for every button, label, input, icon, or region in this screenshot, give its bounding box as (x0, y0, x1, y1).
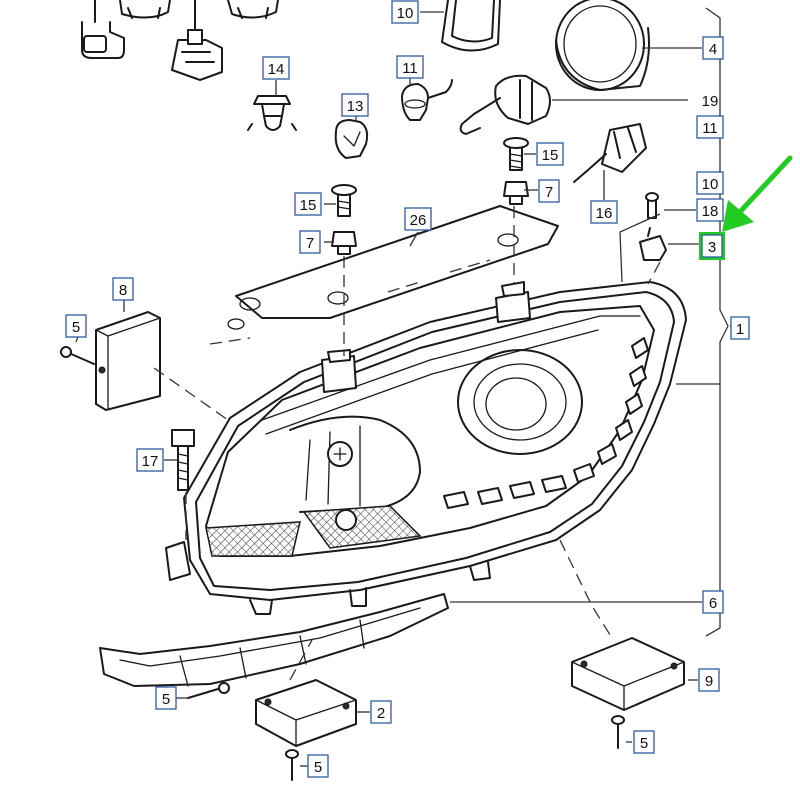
green-arrow-icon (722, 155, 793, 232)
ballast-9 (571, 637, 685, 711)
headlight-housing (165, 281, 687, 615)
callout-17: 17 (136, 448, 164, 472)
callout-10-right-text: 10 (702, 176, 719, 193)
callout-26: 26 (404, 207, 432, 231)
callout-2: 2 (370, 700, 392, 724)
callout-19-text: 19 (702, 93, 719, 110)
callout-5-left-text: 5 (72, 319, 80, 336)
callout-16: 16 (590, 200, 618, 224)
callout-19: 19 (702, 93, 719, 110)
callout-5-bottom-left-text: 5 (162, 691, 170, 708)
cover-ring-10 (441, 0, 501, 52)
bulb-19 (459, 74, 551, 135)
led-strip (443, 337, 649, 509)
nut-7-left (331, 231, 357, 255)
callout-15-left: 15 (294, 192, 322, 216)
callout-5-bottom-mid-text: 5 (314, 759, 322, 776)
callout-10-top-text: 10 (397, 5, 414, 22)
top-left-bulb-holder (81, 0, 125, 59)
callout-15-right: 15 (536, 142, 564, 166)
callout-6: 6 (702, 590, 724, 614)
callout-2-text: 2 (377, 705, 385, 722)
callout-11-right: 11 (696, 115, 724, 139)
callout-7-left: 7 (299, 230, 321, 254)
callout-5-bottom-right: 5 (633, 730, 655, 754)
control-module-8 (95, 311, 161, 411)
callout-13-text: 13 (347, 98, 364, 115)
top-right-socket (227, 0, 279, 19)
cover-cap-4 (555, 0, 650, 91)
mounting-plate-26 (209, 205, 559, 345)
callout-3-highlighted: 3 (699, 232, 725, 260)
top-left-socket (119, 0, 171, 19)
callout-14: 14 (262, 56, 290, 80)
callout-5-left: 5 (65, 314, 87, 338)
callout-10-top: 10 (391, 0, 419, 24)
callout-26-text: 26 (410, 212, 427, 229)
leader-lines (75, 11, 734, 767)
callout-11-mid-text: 11 (402, 60, 418, 77)
screw-5-bottom-right (611, 715, 625, 749)
callout-5-bottom-mid: 5 (307, 754, 329, 778)
xenon-bulb-16 (573, 123, 647, 183)
callout-3-text: 3 (708, 239, 716, 256)
trim-strip-6 (99, 593, 449, 687)
screw-5-left (60, 346, 95, 365)
callout-11-mid: 11 (396, 55, 424, 79)
bulb-13 (334, 119, 369, 159)
ballast-2 (255, 679, 357, 747)
callout-18-text: 18 (702, 203, 719, 220)
callout-5-bottom-left: 5 (155, 686, 177, 710)
callout-7-right: 7 (538, 179, 560, 203)
top-mid-lamp-holder (171, 0, 223, 81)
callout-17-text: 17 (142, 453, 159, 470)
callout-9-text: 9 (705, 673, 713, 690)
callout-11-right-text: 11 (702, 120, 718, 137)
clip-3 (639, 227, 667, 261)
bulb-11 (401, 79, 453, 121)
callout-14-text: 14 (268, 61, 285, 78)
callout-9: 9 (698, 668, 720, 692)
callout-8: 8 (112, 277, 134, 301)
callout-10-right: 10 (696, 171, 724, 195)
lower-mesh-left (205, 521, 301, 557)
group-brace-1 (705, 7, 729, 637)
screw-15-left (331, 184, 357, 217)
callout-15-left-text: 15 (300, 197, 317, 214)
callout-5-bottom-right-text: 5 (640, 735, 648, 752)
callout-7-right-text: 7 (545, 184, 553, 201)
lower-mesh-center (302, 505, 422, 549)
callout-6-text: 6 (709, 595, 717, 612)
callout-15-right-text: 15 (542, 147, 559, 164)
callout-4: 4 (702, 36, 724, 60)
screw-5-bottom-left (187, 682, 230, 699)
callout-16-text: 16 (596, 205, 613, 222)
callout-8-text: 8 (119, 282, 127, 299)
callout-1-text: 1 (736, 321, 744, 338)
callout-1: 1 (730, 316, 750, 340)
nut-7-right (503, 181, 529, 205)
callout-18: 18 (696, 198, 724, 222)
screw-15-right (503, 137, 529, 171)
callout-4-text: 4 (709, 41, 717, 58)
callout-13: 13 (341, 93, 369, 117)
bolt-17 (171, 429, 195, 491)
screw-18 (645, 192, 659, 219)
callout-7-left-text: 7 (306, 235, 314, 252)
bulb-14 (247, 95, 297, 131)
screw-5-bottom-mid (285, 749, 299, 781)
